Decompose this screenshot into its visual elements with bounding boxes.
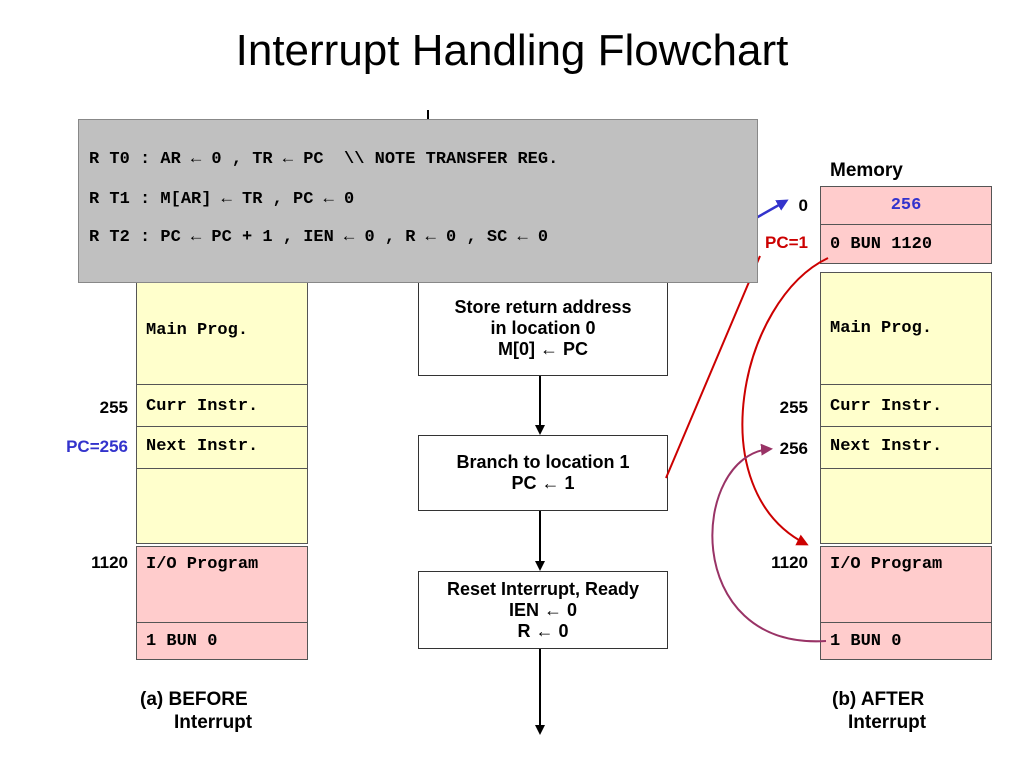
divider xyxy=(820,468,992,469)
branch-box: Branch to location 1 PC ← 1 xyxy=(418,435,668,511)
address-0: 0 xyxy=(798,196,808,215)
divider xyxy=(136,622,308,623)
caption-line: Interrupt xyxy=(848,712,927,733)
box-line: Branch to location 1 xyxy=(456,452,630,472)
box-line: Reset Interrupt, Ready xyxy=(446,578,640,599)
curr-instr-cell: Curr Instr. xyxy=(830,396,943,416)
reset-interrupt-box: Reset Interrupt, Ready IEN ← 0 R ← 0 xyxy=(418,571,668,649)
next-instr-cell: Next Instr. xyxy=(146,436,259,456)
register-transfer-panel: R T0 : AR ← 0 , TR ← PC \\ NOTE TRANSFER… xyxy=(78,119,758,283)
cell-0-value: 256 xyxy=(890,195,922,215)
divider xyxy=(136,468,308,469)
interrupt-block xyxy=(820,186,992,264)
box-line: IEN ← 0 xyxy=(508,599,578,620)
address-255: 255 xyxy=(99,398,128,417)
caption-after: (b) AFTER Interrupt xyxy=(832,688,972,734)
address-1120: 1120 xyxy=(771,553,808,572)
box-line: PC ← 1 xyxy=(511,473,575,493)
bun-0-cell: 1 BUN 0 xyxy=(146,631,218,651)
divider xyxy=(820,224,992,225)
divider xyxy=(136,426,308,427)
address-1120: 1120 xyxy=(91,553,128,572)
main-program-block xyxy=(136,270,308,544)
io-program-block xyxy=(136,546,308,660)
main-prog-cell: Main Prog. xyxy=(830,318,933,338)
curr-instr-cell: Curr Instr. xyxy=(146,396,259,416)
rt-line-t1: R T1 : M[AR] ← TR , PC ← 0 xyxy=(89,190,355,209)
box-line: R ← 0 xyxy=(517,620,569,641)
io-program-cell: I/O Program xyxy=(830,554,943,574)
purple-return-curve xyxy=(711,443,827,643)
page-title: Interrupt Handling Flowchart xyxy=(235,26,789,75)
main-prog-cell: Main Prog. xyxy=(146,320,249,340)
caption-line: Interrupt xyxy=(174,712,253,733)
divider xyxy=(820,622,992,623)
pc-label-before: PC=256 xyxy=(66,437,128,456)
pc-label-after: PC=1 xyxy=(765,233,808,252)
memory-after: 256 0 BUN 1120 Main Prog. Curr Instr. Ne… xyxy=(820,186,992,660)
rt-line-t0: R T0 : AR ← 0 , TR ← PC \\ NOTE TRANSFER… xyxy=(89,150,559,169)
rt-line-t2: R T2 : PC ← PC + 1 , IEN ← 0 , R ← 0 , S… xyxy=(89,228,549,247)
io-program-cell: I/O Program xyxy=(146,554,259,574)
bun-0-cell: 1 BUN 0 xyxy=(830,631,902,651)
caption-before: (a) BEFORE Interrupt xyxy=(140,688,280,734)
caption-line: (a) BEFORE xyxy=(140,689,248,710)
box-line: in location 0 xyxy=(490,317,596,338)
memory-label: Memory xyxy=(830,160,903,181)
address-255: 255 xyxy=(779,398,808,417)
box-line: M[0] ← PC xyxy=(498,338,588,359)
store-return-address-box: Store return address in location 0 M[0] … xyxy=(418,280,668,376)
address-256: 256 xyxy=(779,439,808,458)
bun-1120-cell: 0 BUN 1120 xyxy=(830,234,933,254)
divider xyxy=(820,426,992,427)
next-instr-cell: Next Instr. xyxy=(830,436,943,456)
caption-line: (b) AFTER xyxy=(832,689,925,710)
main-program-block xyxy=(820,272,992,544)
memory-before: Main Prog. Curr Instr. Next Instr. I/O P… xyxy=(136,270,308,660)
box-line: Store return address xyxy=(454,296,632,317)
divider xyxy=(820,384,992,385)
divider xyxy=(136,384,308,385)
